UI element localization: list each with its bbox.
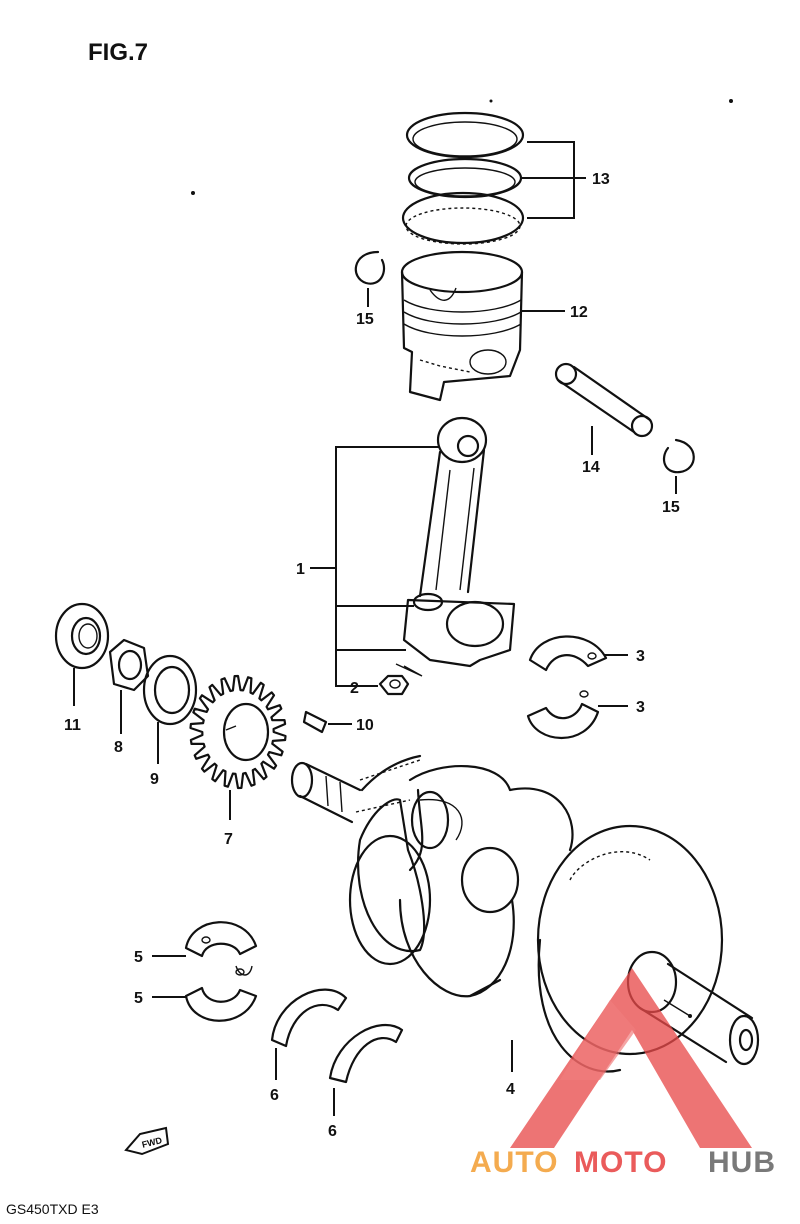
callout-12: 12 [570,304,588,321]
callout-7: 7 [224,831,233,848]
callout-6a: 6 [270,1087,279,1104]
callout-10: 10 [356,717,374,734]
callout-8: 8 [114,739,123,756]
watermark-moto: MOTO [574,1146,667,1179]
callout-5b: 5 [134,990,143,1007]
callout-6b: 6 [328,1123,337,1140]
speck [191,191,195,195]
leader-1 [335,446,440,651]
circlip-right [662,438,695,474]
watermark-hub: HUB [708,1146,776,1179]
watermark-logo: AUTO MOTO HUB [470,968,776,1179]
conrod-bearing-lower [526,690,600,739]
callout-15b: 15 [662,499,680,516]
speck [489,99,493,103]
conrod-nut [378,663,423,696]
main-bearing-upper [184,921,258,958]
connecting-rod [402,416,516,668]
callout-9: 9 [150,771,159,788]
piston [400,250,524,402]
callout-13: 13 [592,171,610,188]
piston-pin [554,362,654,438]
piston-rings [401,111,525,245]
thrust-washer-left [270,988,348,1048]
main-bearing-lower [184,965,258,1022]
callout-3b: 3 [636,699,645,716]
callout-5a: 5 [134,949,143,966]
model-code: GS450TXD E3 [6,1201,99,1217]
crank-nut [108,638,150,692]
speck [729,99,733,103]
watermark-auto: AUTO [470,1146,558,1179]
figure-title: FIG.7 [88,39,148,66]
fwd-arrow-icon: FWD [124,1126,170,1156]
woodruff-key [302,710,328,734]
circlip-left [354,250,386,285]
primary-gear [189,674,287,790]
conrod-bearing-upper [528,635,608,672]
crankshaft [290,754,760,1073]
callout-15a: 15 [356,311,374,328]
callout-3a: 3 [636,648,645,665]
callout-2: 2 [350,680,359,697]
callout-14: 14 [582,459,600,476]
callout-4: 4 [506,1081,515,1098]
thrust-washer-right [328,1023,404,1084]
leader-13 [527,141,575,219]
oil-seal [54,602,110,670]
fwd-label: FWD [141,1135,164,1150]
washer [142,654,198,726]
callout-11: 11 [64,717,81,734]
callout-1: 1 [296,561,305,578]
leader-2 [335,650,378,687]
